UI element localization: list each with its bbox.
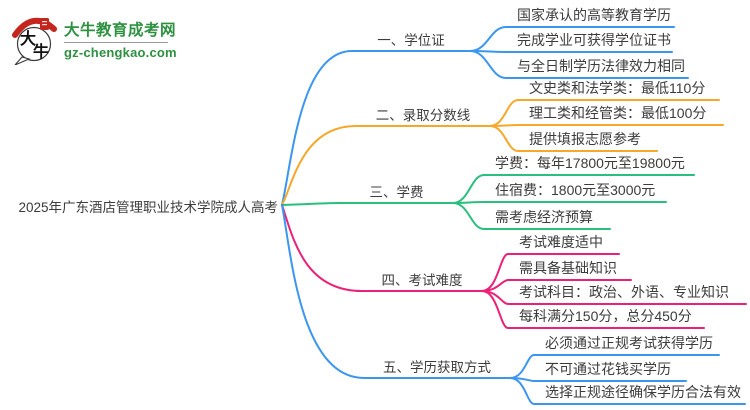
leaf-node: 与全日制学历法律效力相同: [517, 58, 685, 74]
leaf-node: 提供填报志愿参考: [529, 131, 641, 147]
leaf-node: 文史类和法学类：最低110分: [529, 80, 706, 96]
dainiu-bull-logo-icon: 大 牛: [12, 17, 57, 65]
speech-bubble-icon: [16, 26, 52, 62]
brand-title: 大牛教育成考网: [64, 22, 177, 39]
leaf-node: 必须通过正规考试获得学历: [545, 335, 713, 351]
logo-char-niu: 牛: [33, 42, 49, 61]
leaf-node: 考试难度适中: [519, 234, 603, 250]
leaf-node: 选择正规途径确保学历合法有效: [545, 384, 741, 400]
branch-label-3: 三、学费: [369, 185, 424, 200]
brand-divider: [64, 42, 168, 43]
leaf-node: 学费：每年17800元至19800元: [495, 155, 685, 171]
leaf-node: 需考虑经济预算: [495, 209, 593, 225]
root-topic: 2025年广东酒店管理职业技术学院成人高考: [18, 200, 278, 215]
branch-label-1: 一、学位证: [377, 33, 445, 48]
branch-label-4: 四、考试难度: [381, 273, 463, 288]
logo-char-da: 大: [20, 29, 36, 48]
leaf-node: 住宿费：1800元至3000元: [495, 182, 656, 198]
branch-label-5: 五、学历获取方式: [383, 360, 491, 375]
leaf-node: 每科满分150分，总分450分: [519, 308, 692, 324]
speech-bubble-tail: [14, 56, 31, 65]
brand-logo: 大 牛 大牛教育成考网 gz-chengkao.com: [11, 13, 177, 65]
leaf-node: 需具备基础知识: [519, 260, 617, 276]
leaf-node: 理工类和经管类：最低100分: [529, 105, 707, 121]
leaf-node: 国家承认的高等教育学历: [517, 7, 671, 23]
leaf-node: 完成学业可获得学位证书: [517, 32, 671, 48]
branch-label-2: 二、录取分数线: [375, 108, 471, 123]
brand-url: gz-chengkao.com: [64, 45, 177, 60]
leaf-node: 不可通过花钱买学历: [545, 361, 671, 377]
red-arc-icon: [12, 17, 57, 38]
leaf-node: 考试科目：政治、外语、专业知识: [519, 284, 729, 300]
